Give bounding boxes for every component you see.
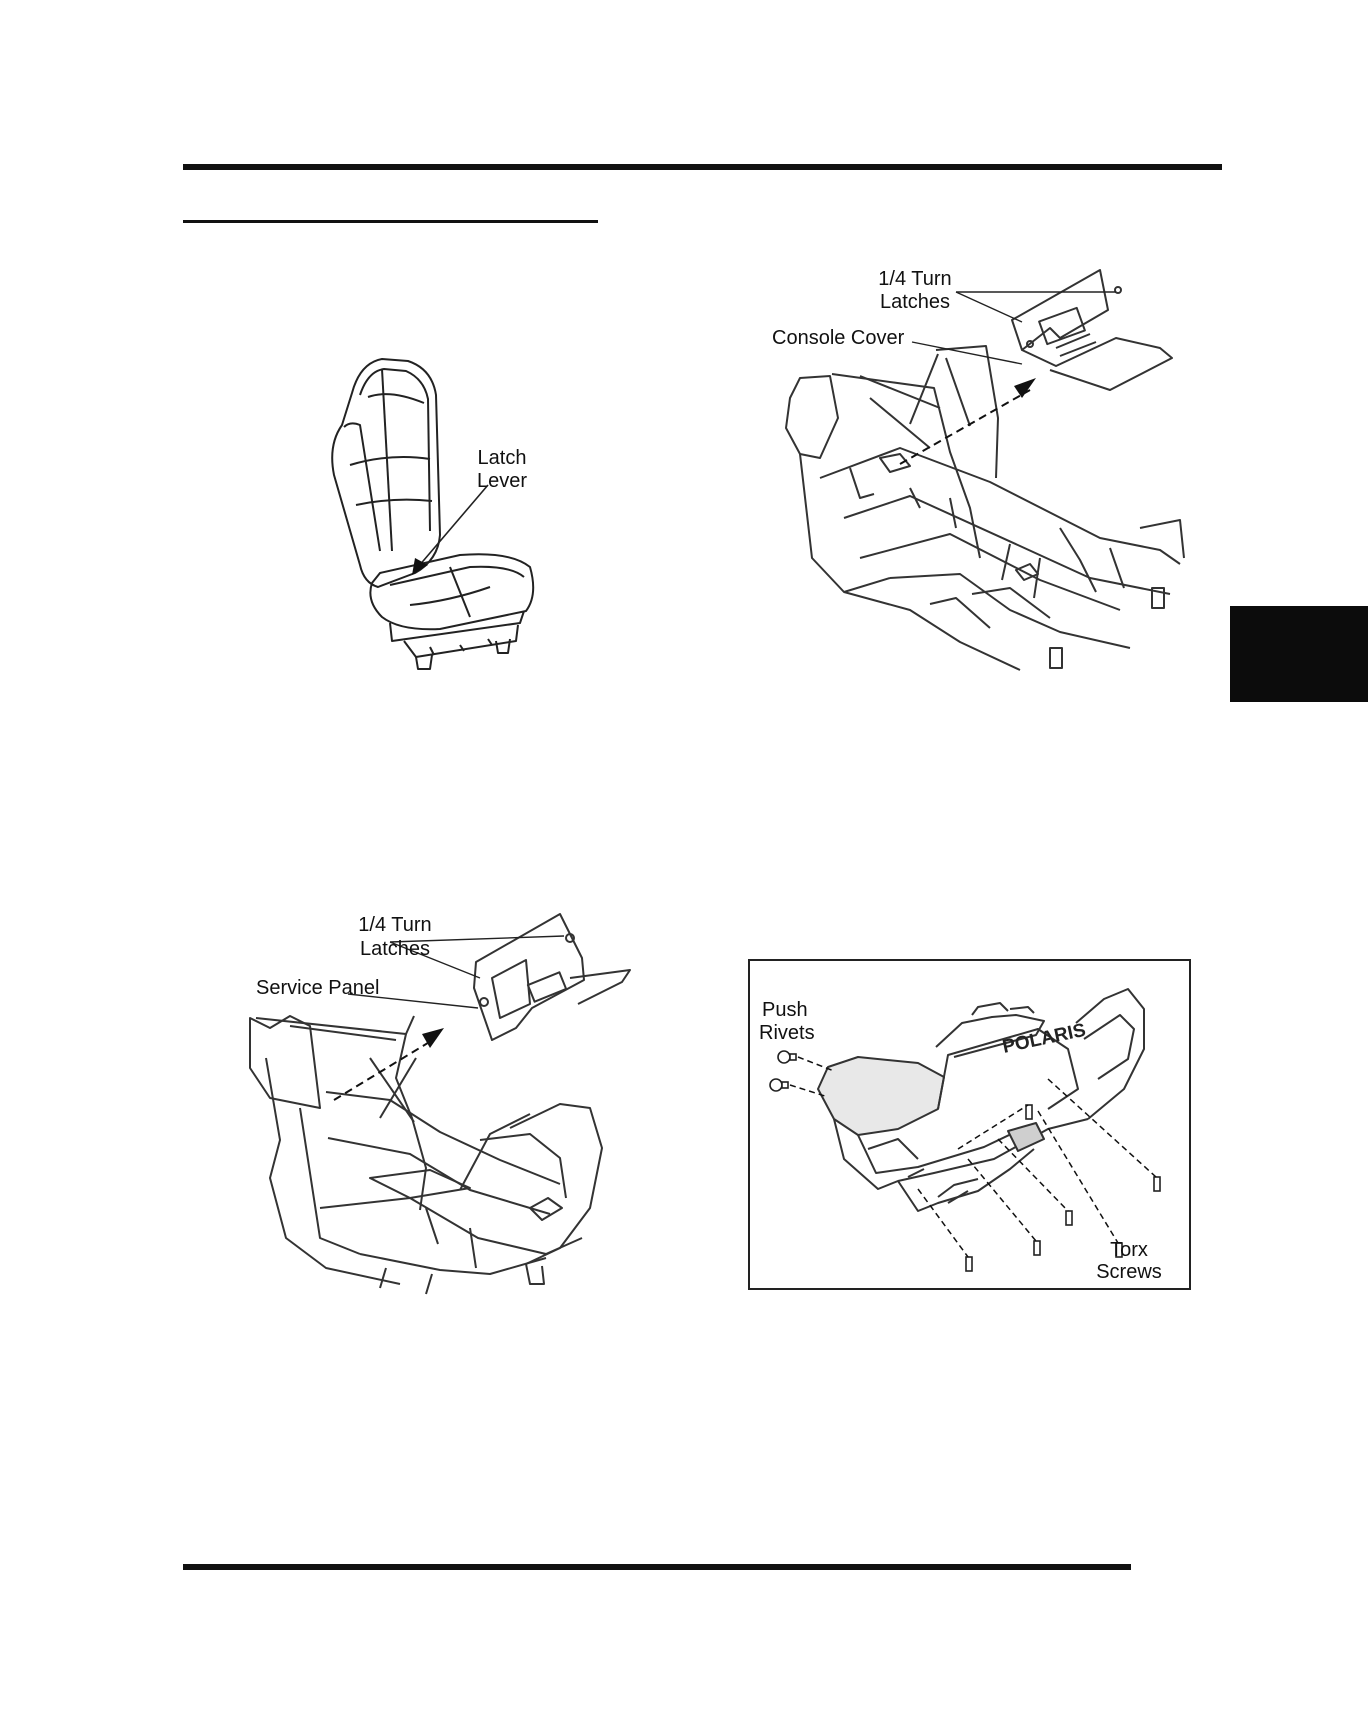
front-label-screws: Screws	[1084, 1261, 1174, 1284]
service-frame-illustration	[230, 908, 650, 1318]
console-label-cover: Console Cover	[772, 327, 904, 350]
seat-label-latch: Latch	[462, 447, 542, 470]
front-label-torx: Torx	[1084, 1239, 1174, 1262]
chapter-tab	[1230, 606, 1368, 702]
figure-console: 1/4 Turn Latches Console Cover	[760, 258, 1190, 698]
seat-illustration	[320, 355, 560, 675]
section-rule	[183, 220, 598, 223]
console-frame-illustration	[760, 258, 1190, 698]
footer-rule	[183, 1564, 1131, 1570]
front-label-push: Push	[762, 999, 808, 1022]
console-label-latches: Latches	[860, 291, 970, 314]
figure-service: 1/4 Turn Latches Service Panel	[230, 908, 650, 1318]
service-label-latches: Latches	[340, 938, 450, 961]
front-brand-text: POLARIS	[1001, 1020, 1088, 1058]
front-label-rivets: Rivets	[759, 1022, 815, 1045]
figure-seat: Latch Lever	[320, 355, 560, 675]
seat-label-lever: Lever	[462, 470, 542, 493]
service-label-turn: 1/4 Turn	[340, 914, 450, 937]
figure-front: POLARIS Push Rivets Torx Sc	[748, 959, 1191, 1290]
header-rule	[183, 164, 1222, 170]
console-label-turn: 1/4 Turn	[860, 268, 970, 291]
service-label-panel: Service Panel	[256, 977, 379, 1000]
